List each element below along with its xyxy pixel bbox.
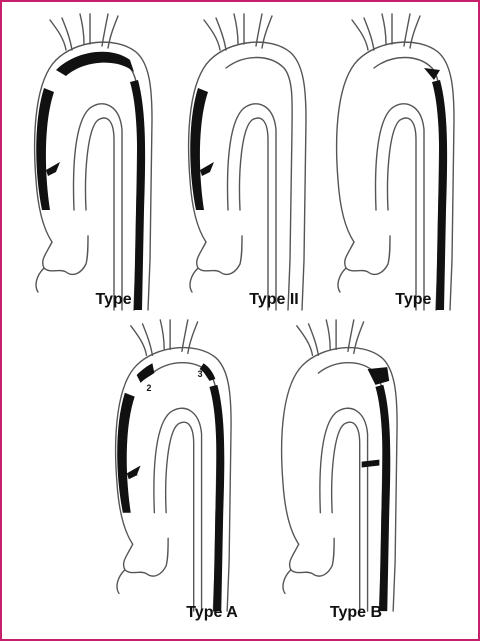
caption-type-i: Type I	[95, 291, 140, 309]
aorta-diagram-type-ii-descending	[328, 10, 468, 315]
caption-type-b: Type B	[330, 604, 382, 622]
aorta-diagram-type-ii	[180, 10, 320, 315]
caption-type-a: Type A	[186, 604, 238, 622]
caption-type-ii-descending: Type II	[395, 291, 445, 309]
marker-1: 1	[133, 467, 138, 477]
caption-type-ii: Type II	[249, 291, 299, 309]
marker-3: 3	[198, 369, 203, 379]
aorta-diagram-type-i	[26, 10, 166, 315]
aorta-diagram-type-b	[272, 316, 412, 616]
aorta-diagram-type-a: 1 2 3	[106, 316, 246, 616]
marker-2: 2	[146, 383, 151, 393]
